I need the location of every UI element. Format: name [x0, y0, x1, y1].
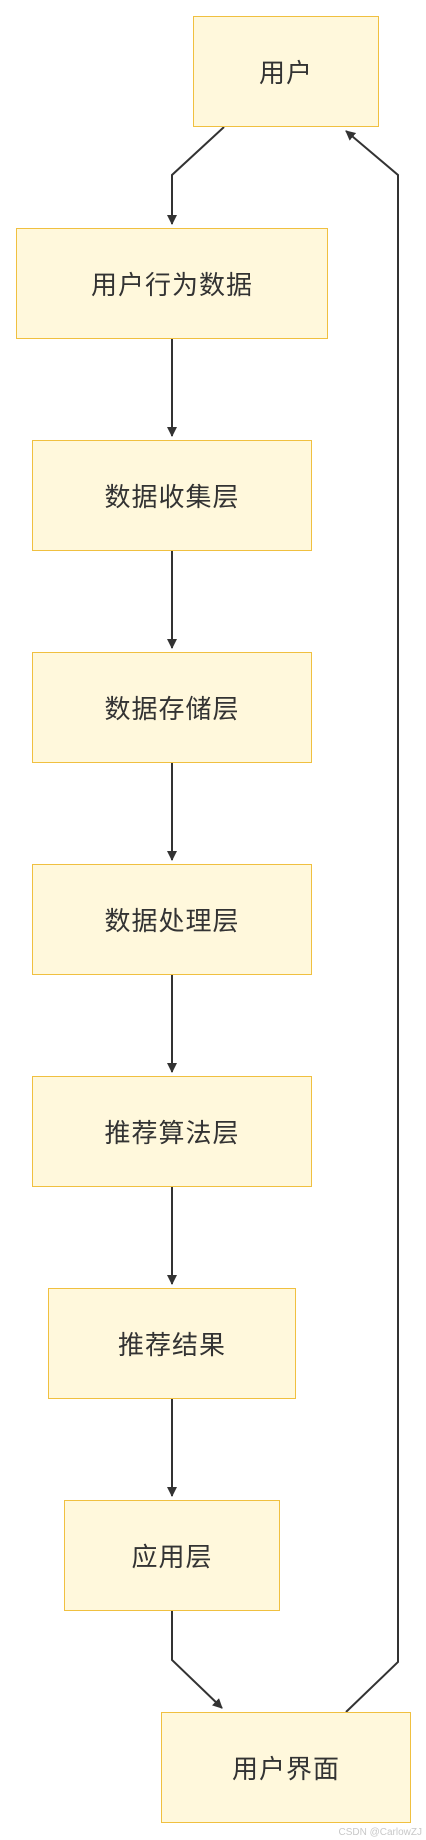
node-user-behavior-data: 用户行为数据: [16, 228, 328, 339]
node-data-processing-layer: 数据处理层: [32, 864, 312, 975]
node-recommendation-algorithm-layer: 推荐算法层: [32, 1076, 312, 1187]
node-label: 数据处理层: [104, 907, 240, 937]
node-label: 数据收集层: [104, 483, 240, 513]
watermark: CSDN @CarlowZJ: [338, 1827, 423, 1838]
node-user-interface: 用户界面: [161, 1712, 411, 1823]
node-recommendation-results: 推荐结果: [48, 1288, 296, 1399]
node-label: 应用层: [131, 1543, 213, 1573]
edge-user-interface-to-user: [345, 130, 399, 1713]
node-label: 用户界面: [231, 1755, 340, 1785]
node-label: 推荐算法层: [104, 1119, 240, 1149]
node-application-layer: 应用层: [64, 1500, 280, 1611]
node-label: 用户行为数据: [90, 271, 253, 301]
edge-user-to-behavior-data: [167, 126, 225, 225]
node-label: 用户: [258, 59, 313, 89]
edge-app-layer-to-user-interface: [171, 1611, 223, 1709]
node-label: 数据存储层: [104, 695, 240, 725]
node-user: 用户: [193, 16, 379, 127]
node-data-storage-layer: 数据存储层: [32, 652, 312, 763]
node-data-collection-layer: 数据收集层: [32, 440, 312, 551]
node-label: 推荐结果: [117, 1331, 226, 1361]
